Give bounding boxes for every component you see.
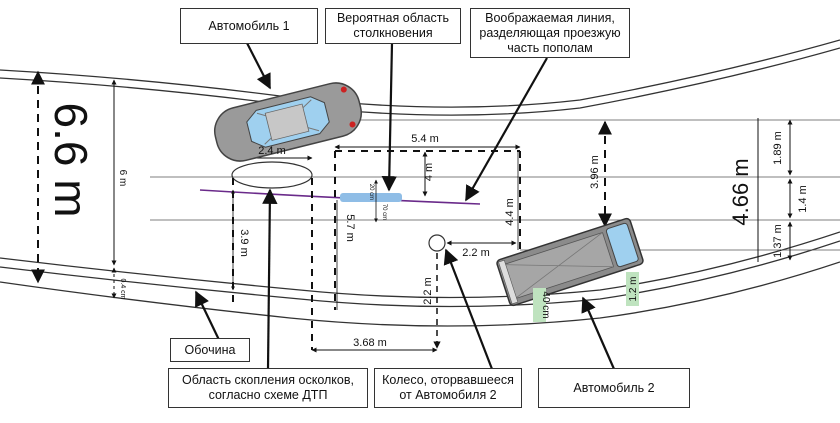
road-inner-edge <box>0 231 840 308</box>
label-wheel-edge: 2.2 m <box>422 277 434 305</box>
car2-tag-40 <box>533 288 546 322</box>
label-wheel-zone: 2.2 m <box>462 247 490 259</box>
shoulder-edge <box>0 261 840 327</box>
wheel-icon <box>428 234 446 252</box>
label-189: 1.89 m <box>772 131 784 165</box>
callout-car2: Автомобиль 2 <box>538 368 690 408</box>
car2-tag-12 <box>626 272 639 306</box>
callout-shoulder: Обочина <box>170 338 250 362</box>
label-40cm: 40 cm <box>540 291 551 318</box>
callout-center-line: Воображаемая линия, разделяющая проезжую… <box>470 8 630 58</box>
label-4m: 4 m <box>423 163 435 181</box>
collision-marker <box>340 193 402 202</box>
callout-wheel: Колесо, оторвавшееся от Автомобиля 2 <box>374 368 522 408</box>
car2-icon <box>496 217 644 307</box>
callout-car1: Автомобиль 1 <box>180 8 318 44</box>
callout-collision-area: Вероятная область столкновения <box>325 8 461 44</box>
label-road-width-left: 6.6 m <box>45 102 97 217</box>
label-shoulder-left: 0.4 cm <box>119 278 126 299</box>
label-70cm: 70 cm <box>381 204 387 220</box>
dim-debris <box>232 178 313 350</box>
label-14: 1.4 m <box>797 185 809 213</box>
collision-zone <box>334 150 521 310</box>
label-car1-width: 2.4 m <box>258 145 286 157</box>
label-466: 4.66 m <box>728 158 753 225</box>
road-outer-edge <box>0 39 840 116</box>
label-zone-width: 5.4 m <box>411 133 439 145</box>
label-6m: 6 m <box>117 170 128 187</box>
label-137: 1.37 m <box>772 224 784 258</box>
car1-icon <box>214 82 362 162</box>
label-44: 4.4 m <box>504 198 516 226</box>
label-12m: 1.2 m <box>628 276 639 301</box>
label-20cm: 20 cm <box>368 184 374 200</box>
label-368: 3.68 m <box>353 337 387 349</box>
label-396: 3.96 m <box>589 155 601 189</box>
dim-left <box>31 70 117 299</box>
label-39: 3.9 m <box>238 229 250 257</box>
callout-debris-area: Область скопления осколков, согласно схе… <box>168 368 368 408</box>
callout-pointers <box>195 42 616 370</box>
label-57: 5.7 m <box>344 214 356 242</box>
debris-ellipse <box>231 161 313 189</box>
